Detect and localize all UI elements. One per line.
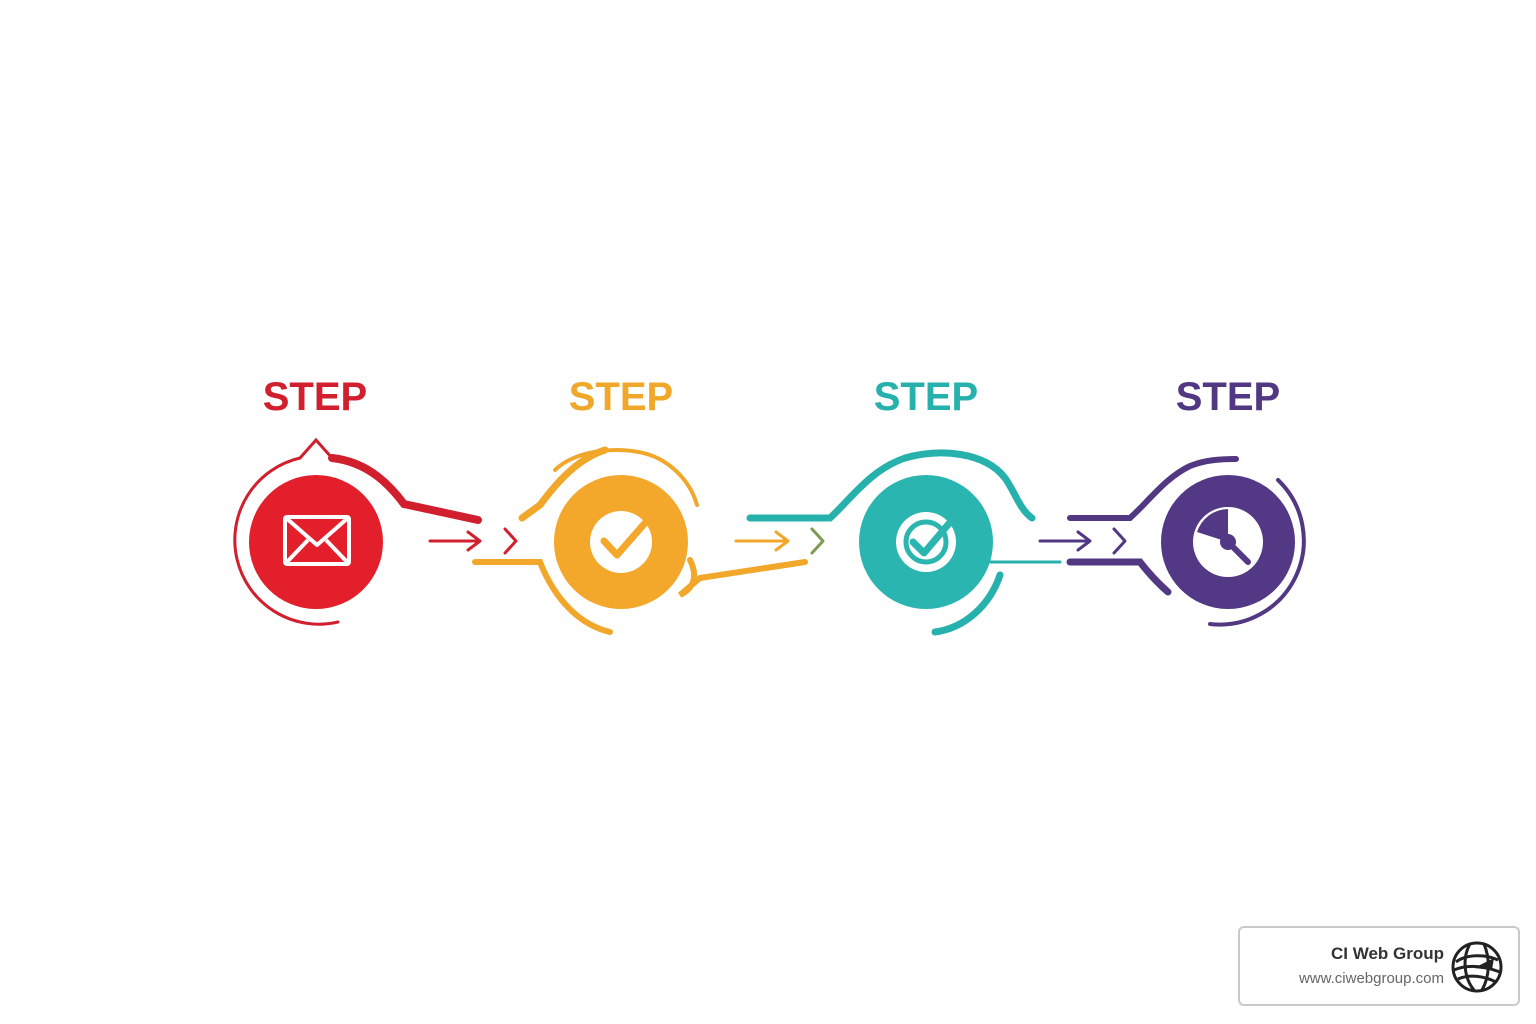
- clock-icon: [1197, 509, 1251, 565]
- step-4-label: STEP: [1176, 375, 1280, 419]
- step-4: STEP: [1066, 375, 1306, 627]
- step-1-label: STEP: [263, 375, 367, 419]
- step-1-frame: [233, 437, 482, 626]
- check-circle-icon: [909, 516, 956, 557]
- step-2: STEP: [472, 375, 825, 635]
- step-3-frame: [746, 449, 1062, 636]
- watermark-url: www.ciwebgroup.com: [1298, 970, 1444, 987]
- step-3-label: STEP: [874, 375, 978, 419]
- watermark-company: CI Web Group: [1330, 944, 1444, 963]
- step-2-frame: [472, 446, 808, 635]
- globe-logo: [1451, 941, 1503, 993]
- arrow-2-3: [734, 527, 825, 555]
- step-2-label: STEP: [569, 375, 673, 419]
- arrow-3-4: [1038, 527, 1127, 555]
- watermark-badge: CI Web Group www.ciwebgroup.com: [1238, 926, 1520, 1006]
- arrow-1-2: [428, 527, 518, 555]
- step-3: STEP: [746, 375, 1127, 636]
- checkmark-icon: [600, 519, 649, 559]
- envelope-icon: [283, 515, 351, 566]
- step-1: STEP: [233, 375, 518, 626]
- step-4-frame: [1066, 456, 1306, 627]
